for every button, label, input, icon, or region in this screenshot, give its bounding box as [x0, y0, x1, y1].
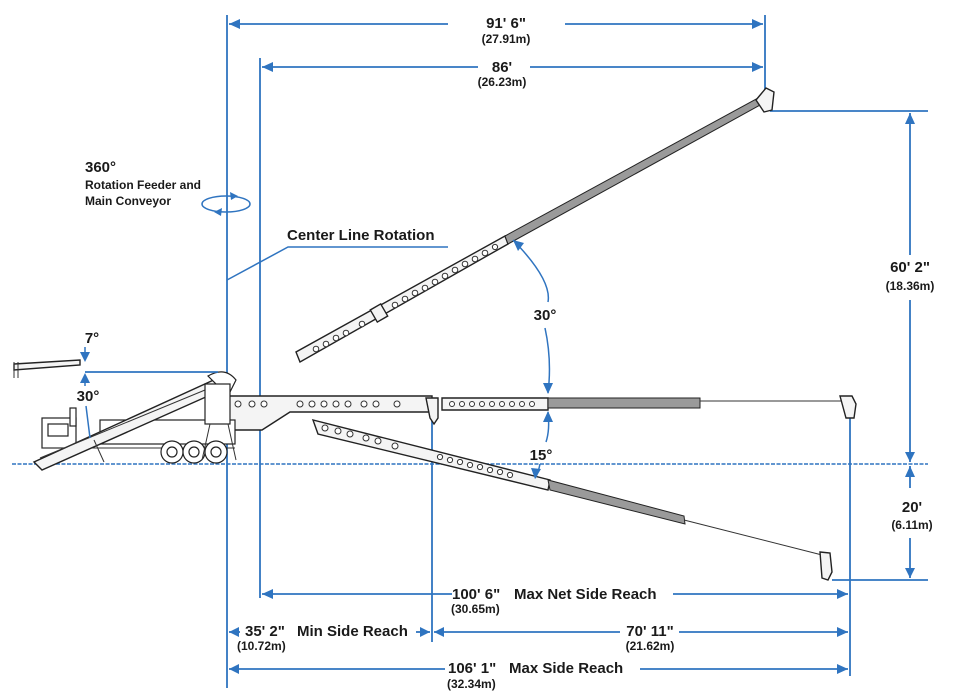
arrow-down-icon [905, 568, 915, 578]
center-line-leader [226, 246, 448, 281]
boom-level [227, 395, 857, 431]
height-above-imperial: 60' 2" [890, 259, 930, 276]
arrow-icon [513, 240, 524, 251]
arrow-icon [543, 411, 553, 422]
height-above-metric: (18.36m) [886, 279, 935, 293]
dimension-min-side-reach: 35' 2" (10.72m) Min Side Reach [229, 623, 430, 653]
arrow-right-icon [837, 664, 848, 674]
min-reach-metric: (10.72m) [237, 639, 286, 653]
dimension-max-net-side-reach: 100' 6" (30.65m) Max Net Side Reach [262, 586, 848, 616]
arrow-down-icon [905, 452, 915, 462]
dimension-telescope-extension: 70' 11" (21.62m) [434, 623, 848, 653]
max-net-imperial: 100' 6" [452, 586, 500, 603]
feeder-raised [13, 359, 81, 371]
arrow-right-icon [420, 627, 430, 637]
top-net-metric: (26.23m) [478, 75, 527, 89]
feeder-angle-annotations: 7° 30° [77, 330, 218, 439]
turret [204, 383, 231, 425]
arrow-right-icon [837, 589, 848, 599]
arrow-right-icon [837, 627, 848, 637]
boom-angle-arcs: 30° 15° [512, 239, 557, 479]
extension-imperial: 70' 11" [626, 623, 673, 640]
arrow-icon [531, 468, 541, 479]
dimension-top-net: 86' (26.23m) [262, 59, 763, 89]
arrow-left-icon [262, 589, 273, 599]
max-net-label: Max Net Side Reach [514, 586, 657, 603]
boom-angle-down: 15° [530, 447, 553, 464]
discharge-head-declined [819, 551, 833, 581]
rotation-line1: Rotation Feeder and [85, 178, 201, 192]
top-overall-metric: (27.91m) [482, 32, 531, 46]
boom-raised [295, 87, 775, 364]
depth-below-metric: (6.11m) [891, 518, 932, 532]
arrow-icon [543, 383, 553, 394]
depth-below-imperial: 20' [902, 499, 922, 516]
rotation-degrees: 360° [85, 159, 116, 176]
arrow-up-icon [905, 466, 915, 477]
rotation-annotation: 360° Rotation Feeder and Main Conveyor [85, 159, 251, 216]
truck-feeder-unit [13, 359, 237, 471]
min-reach-imperial: 35' 2" [245, 623, 285, 640]
max-reach-metric: (32.34m) [447, 677, 496, 691]
rotation-arrow-icon [201, 192, 251, 216]
arrow-right-icon [752, 62, 763, 72]
discharge-head-raised [755, 87, 775, 113]
top-overall-imperial: 91' 6" [486, 15, 526, 32]
dimension-top-overall: 91' 6" (27.91m) [229, 15, 763, 46]
boom-angle-up: 30° [534, 307, 557, 324]
max-net-metric: (30.65m) [451, 602, 500, 616]
arrow-up-icon [80, 373, 90, 383]
discharge-head-level [839, 395, 857, 419]
boom-declined [311, 418, 833, 581]
dimension-depth-below: 20' (6.11m) [891, 466, 933, 578]
center-line-annotation: Center Line Rotation [226, 227, 448, 281]
max-reach-label: Max Side Reach [509, 660, 623, 677]
dimension-max-side-reach: 106' 1" (32.34m) Max Side Reach [229, 660, 848, 691]
max-reach-imperial: 106' 1" [448, 660, 496, 677]
rotation-line2: Main Conveyor [85, 194, 171, 208]
feeder-angle-up: 30° [77, 388, 100, 405]
arrow-right-icon [752, 19, 763, 29]
arrow-left-icon [262, 62, 273, 72]
center-line-label: Center Line Rotation [287, 227, 435, 244]
arrow-down-icon [80, 352, 90, 362]
dimension-height-above: 60' 2" (18.36m) [886, 113, 935, 462]
arrow-left-icon [229, 19, 240, 29]
arrow-up-icon [905, 113, 915, 124]
min-reach-label: Min Side Reach [297, 623, 408, 640]
discharge-head-retracted [425, 397, 439, 426]
feeder-angle-down: 7° [85, 330, 99, 347]
extension-metric: (21.62m) [626, 639, 675, 653]
top-net-imperial: 86' [492, 59, 512, 76]
